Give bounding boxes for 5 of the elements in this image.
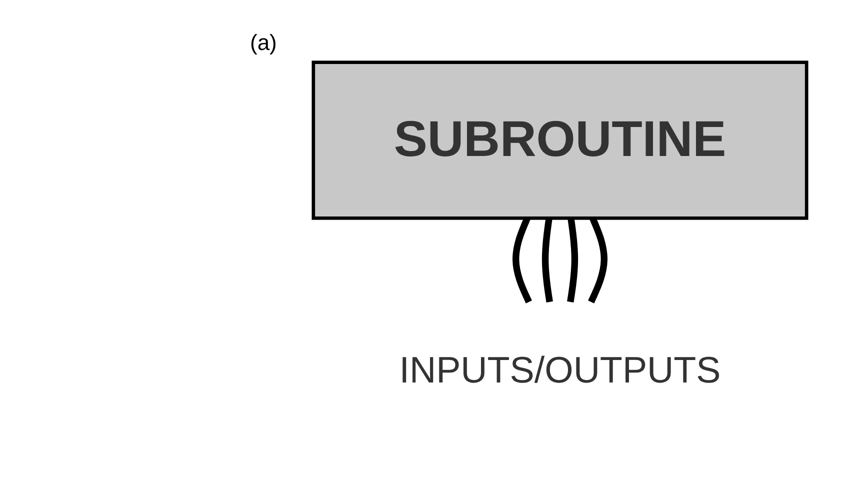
connector [542,218,553,302]
panel-label: (a) [250,30,277,56]
node-text: INPUTS/OUTPUTS [399,348,721,391]
node-box: SUBROUTINE [312,60,808,220]
connector [567,218,578,302]
